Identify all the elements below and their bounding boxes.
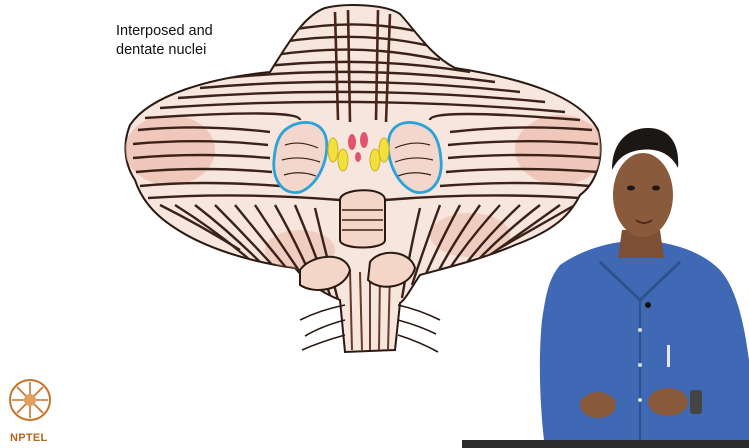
nptel-logo-text: NPTEL xyxy=(10,432,48,444)
nptel-emblem-icon xyxy=(4,372,56,432)
desk-edge xyxy=(462,440,749,448)
